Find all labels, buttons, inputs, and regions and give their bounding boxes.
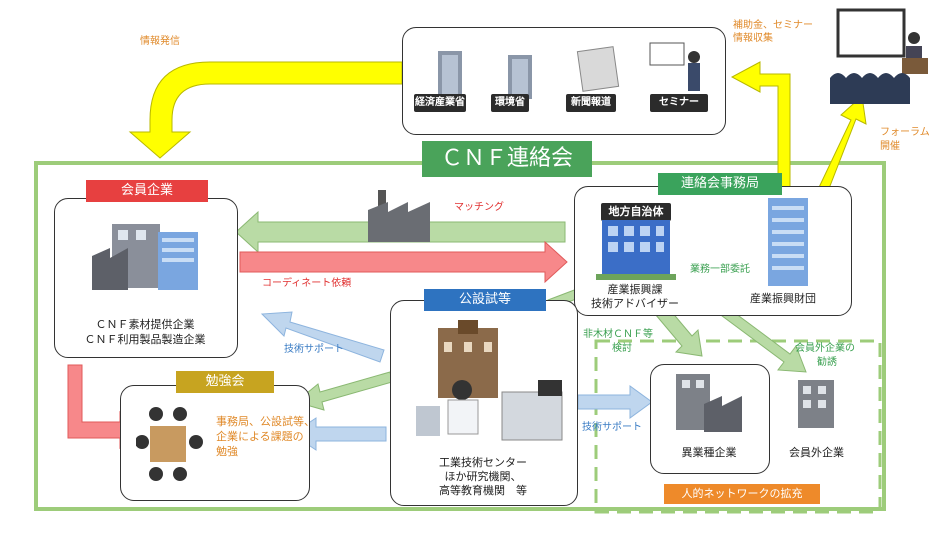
local-government-sign: 地方自治体 bbox=[601, 203, 671, 221]
source-label-meti: 経済産業省 bbox=[414, 94, 466, 112]
city-hall-icon bbox=[596, 220, 676, 280]
non-member-building-icon bbox=[798, 380, 834, 428]
nonwood-line2: 検討 bbox=[612, 343, 632, 354]
source-label-news: 新聞報道 bbox=[566, 94, 616, 112]
invite-line1: 会員外企業の bbox=[795, 343, 855, 354]
subsidy-collect-line1: 補助金、セミナー bbox=[733, 20, 813, 31]
public-line-1: 工業技術センター bbox=[439, 456, 527, 469]
top-building-icons bbox=[438, 42, 700, 99]
subsidy-collect-line2: 情報収集 bbox=[733, 33, 773, 44]
tech-support-label-1: 技術サポート bbox=[284, 344, 344, 355]
delegation-label: 業務一部委託 bbox=[690, 264, 750, 275]
source-label-moe: 環境省 bbox=[491, 94, 529, 112]
study-group-title: 勉強会 bbox=[176, 371, 274, 393]
tech-support-label-2: 技術サポート bbox=[582, 422, 642, 433]
member-companies-title: 会員企業 bbox=[86, 180, 208, 202]
info-dispatch-label: 情報発信 bbox=[140, 36, 180, 47]
study-line-1: 事務局、公設試等、 bbox=[216, 415, 315, 428]
forum-line2: 開催 bbox=[880, 141, 900, 152]
research-lab-icon bbox=[416, 320, 563, 441]
nonwood-line1: 非木材ＣＮＦ等 bbox=[583, 329, 653, 340]
network-expansion-banner: 人的ネットワークの拡充 bbox=[664, 484, 820, 504]
coordinate-label: コーディネート依頼 bbox=[262, 278, 352, 289]
matching-factory-icon bbox=[368, 190, 430, 242]
cnf-network-title: ＣＮＦ連絡会 bbox=[422, 141, 592, 177]
invite-line2: 勧誘 bbox=[817, 357, 837, 368]
forum-line1: フォーラム bbox=[880, 127, 930, 138]
red-arrow-coordinate bbox=[239, 240, 568, 284]
public-line-3: 高等教育機関 等 bbox=[439, 484, 527, 497]
microscope-icon bbox=[416, 406, 440, 436]
green-arrow-public-study bbox=[294, 371, 393, 411]
blue-arrow-support-members bbox=[260, 311, 385, 363]
seminar-icon bbox=[649, 42, 685, 66]
source-label-seminar: セミナー bbox=[650, 94, 708, 112]
meeting-table-icon bbox=[136, 407, 203, 481]
public-line-2: ほか研究機関、 bbox=[444, 470, 522, 483]
foundation-label: 産業振興財団 bbox=[750, 292, 816, 305]
public-testing-title: 公設試等 bbox=[424, 289, 546, 311]
factory-icon bbox=[92, 224, 198, 290]
non-member-label: 会員外企業 bbox=[789, 446, 844, 459]
foundation-building-icon bbox=[768, 198, 808, 286]
study-line-2: 企業による課題の bbox=[216, 430, 304, 443]
dashed-region bbox=[594, 339, 882, 514]
secretariat-title: 連絡会事務局 bbox=[658, 173, 782, 195]
newspaper-icon bbox=[576, 46, 620, 92]
forum-audience-icon bbox=[830, 8, 928, 104]
analyzer-icon bbox=[501, 391, 563, 441]
member-line-2: ＣＮＦ利用製品製造企業 bbox=[84, 333, 206, 346]
matching-label: マッチング bbox=[454, 202, 504, 213]
yellow-arrow-subsidy bbox=[730, 61, 791, 196]
dept-line-2: 技術アドバイザー bbox=[591, 297, 679, 310]
other-industry-factory-icon bbox=[676, 374, 742, 432]
yellow-arrow-info-dispatch bbox=[128, 61, 403, 159]
blue-arrow-support-other bbox=[577, 385, 653, 419]
dept-line-1: 産業振興課 bbox=[607, 283, 663, 296]
member-line-1: ＣＮＦ素材提供企業 bbox=[95, 318, 195, 331]
researcher-icon bbox=[452, 380, 472, 400]
study-line-3: 勉強 bbox=[216, 445, 238, 458]
other-industry-label: 異業種企業 bbox=[681, 446, 737, 459]
